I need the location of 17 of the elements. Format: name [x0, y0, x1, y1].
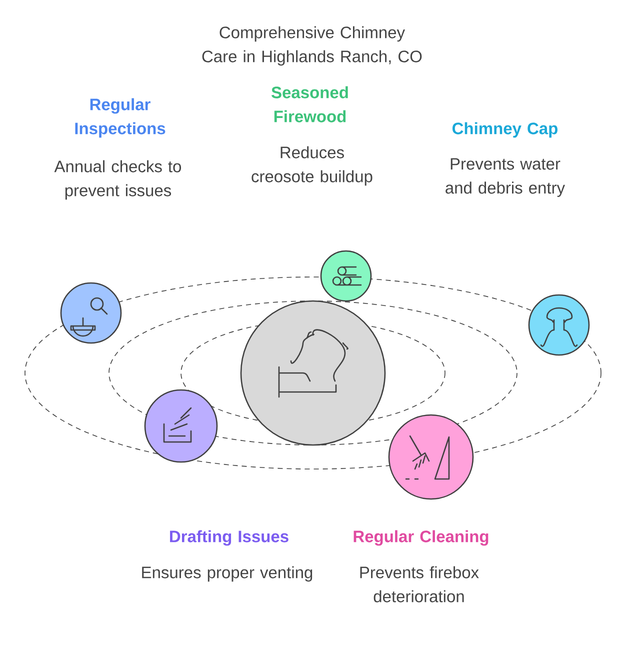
- heading-text: Regular Cleaning: [354, 530, 488, 546]
- icon-circle: [320, 250, 372, 302]
- heading-text: Drafting Issues: [170, 530, 288, 546]
- icon-circle: [528, 294, 590, 356]
- description-text: Annual checks to prevent issues: [54, 160, 182, 200]
- icon-circle: [144, 389, 218, 463]
- icon-circle: [60, 282, 122, 344]
- description-text: Prevents firebox deterioration: [360, 566, 479, 602]
- description-text: Ensures proper venting: [142, 566, 312, 582]
- heading-text: Chimney Cap: [452, 122, 558, 138]
- icon-circle: [240, 300, 386, 446]
- heading-text: Seasoned Firewood: [272, 86, 348, 122]
- description-text: Reduces creosote buildup: [252, 146, 372, 186]
- description-text: Prevents water and debris entry: [446, 158, 565, 197]
- heading-text: Regular Inspections: [75, 98, 166, 138]
- title: Comprehensive Chimney Care in Highlands Ranch, CO: [202, 26, 422, 66]
- icon-circle: [388, 414, 474, 500]
